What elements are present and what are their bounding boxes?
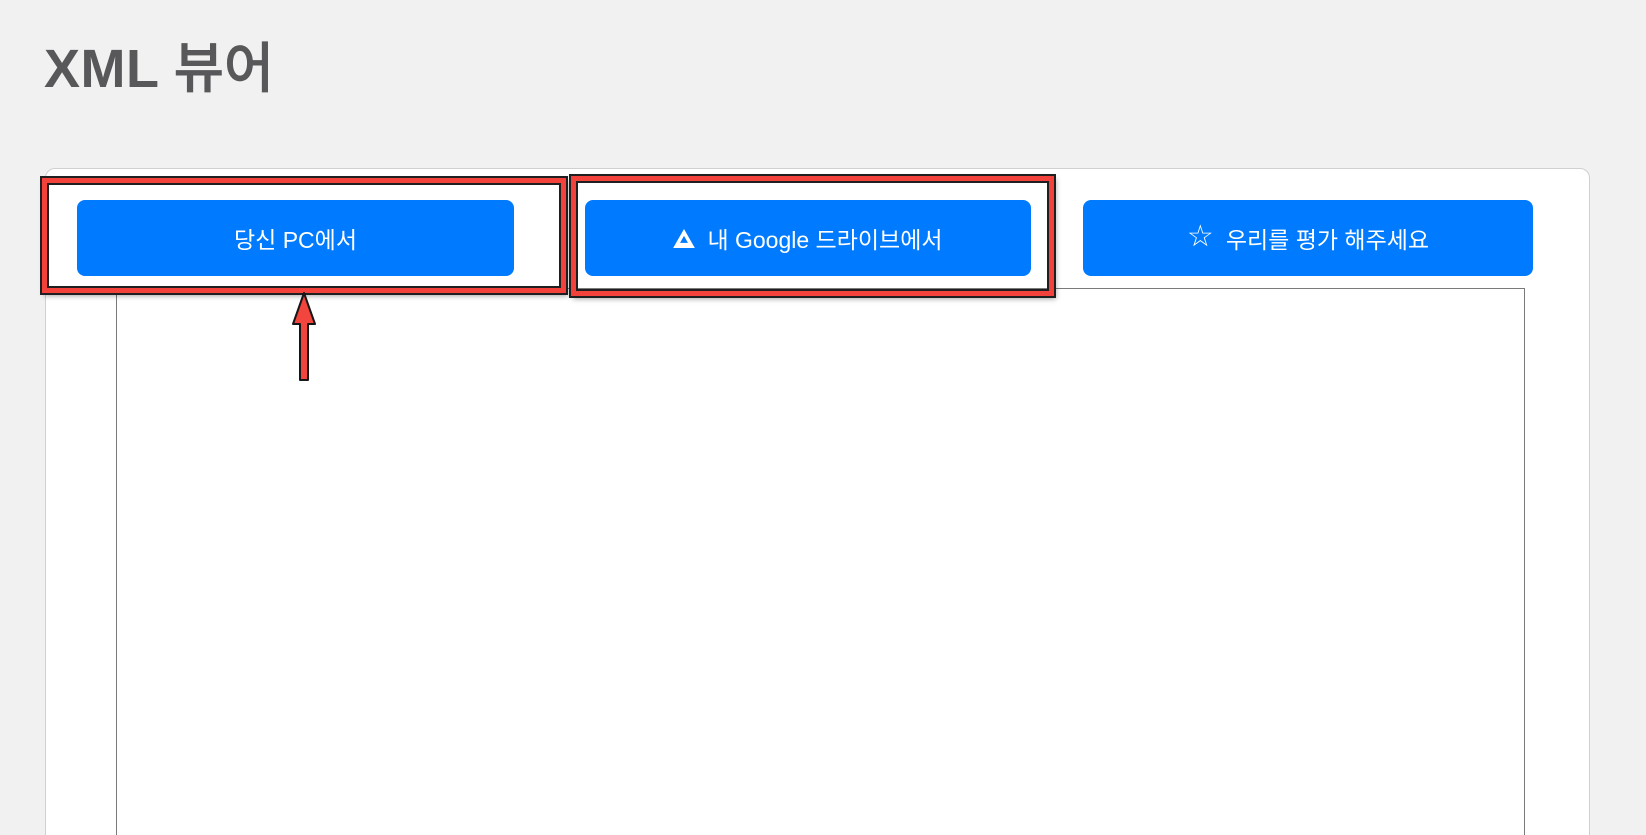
rate-us-label: 우리를 평가 해주세요 (1225, 227, 1430, 253)
google-drive-icon (673, 228, 696, 248)
xml-content-area[interactable] (116, 288, 1525, 835)
rate-us-button[interactable]: ☆ 우리를 평가 해주세요 (1083, 200, 1533, 276)
page-title: XML 뷰어 (44, 39, 275, 99)
google-drive-label: 내 Google 드라이브에서 (707, 227, 943, 253)
star-icon: ☆ (1186, 220, 1214, 253)
google-drive-button[interactable]: 내 Google 드라이브에서 (585, 200, 1031, 276)
upload-from-pc-button[interactable]: 당신 PC에서 (77, 200, 514, 276)
upload-from-pc-label: 당신 PC에서 (234, 227, 357, 253)
